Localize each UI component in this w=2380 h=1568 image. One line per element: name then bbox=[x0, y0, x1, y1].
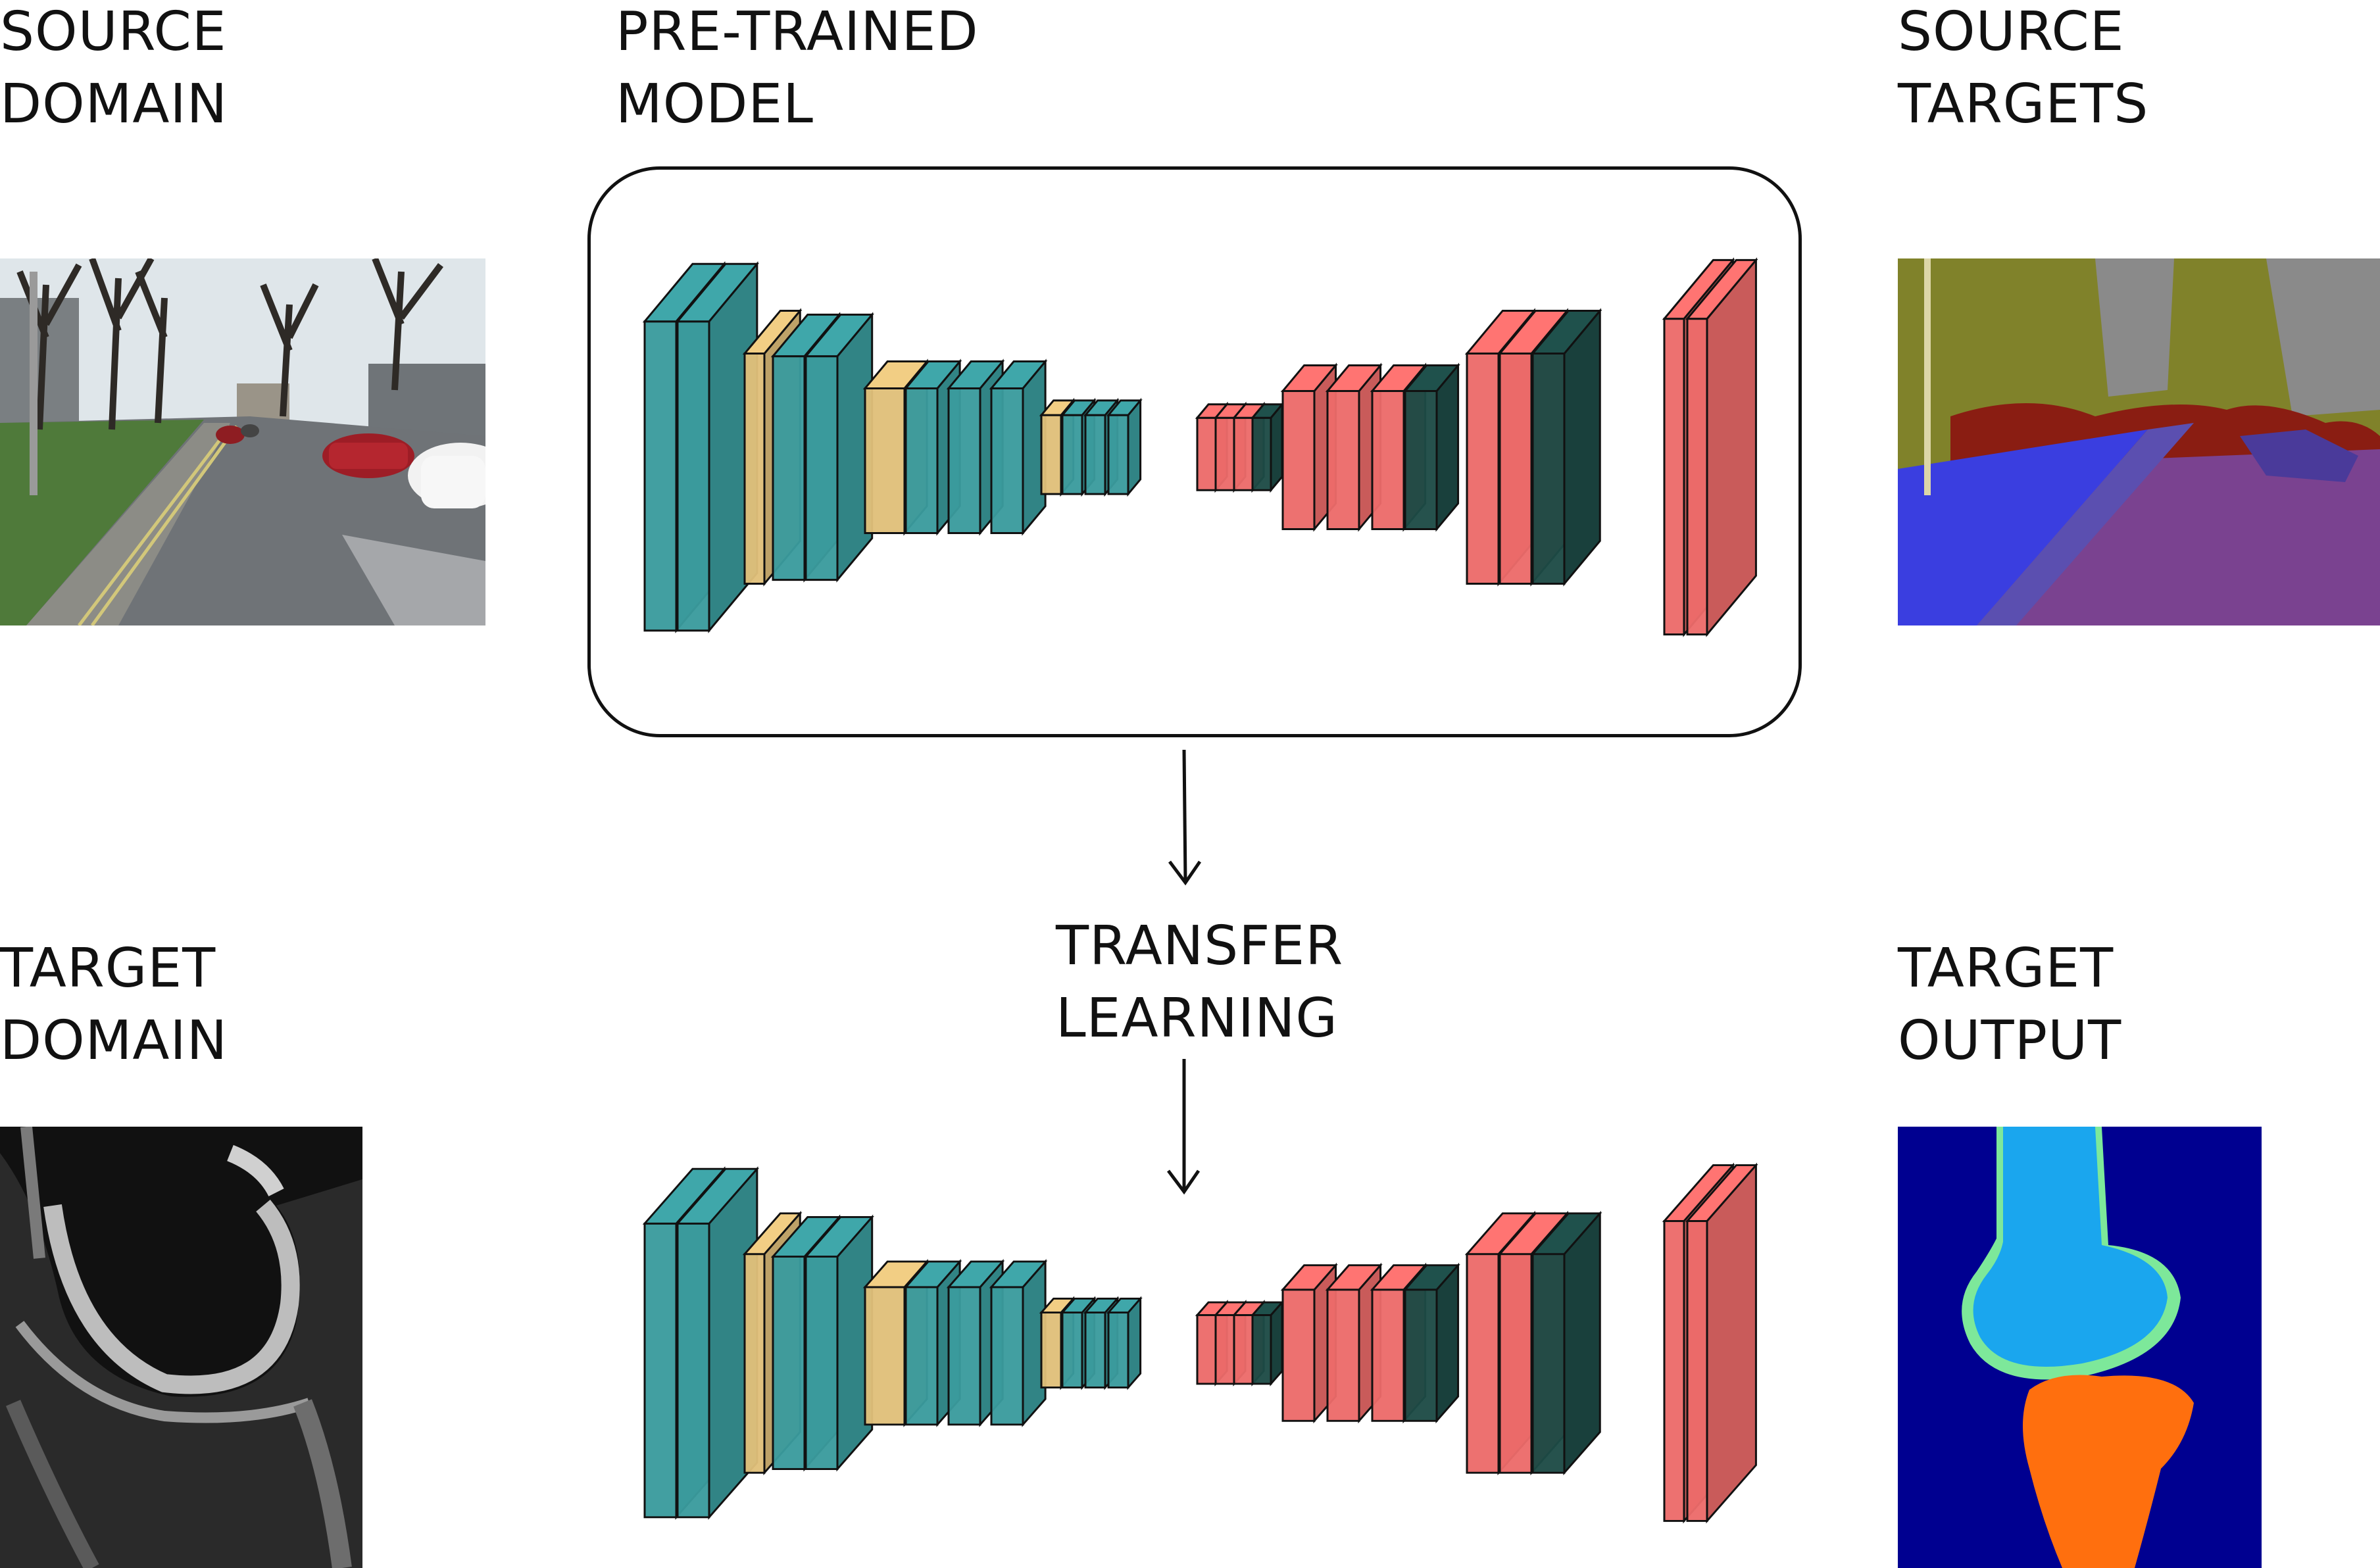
network-layer bbox=[1250, 1300, 1285, 1386]
network-layer bbox=[989, 358, 1048, 536]
pretrained-network bbox=[618, 210, 1776, 684]
target-output-image bbox=[1898, 1127, 2262, 1568]
network-layer bbox=[803, 1214, 874, 1472]
target-network bbox=[618, 1118, 1776, 1568]
arrow-down-icon bbox=[1158, 1059, 1210, 1197]
network-layer bbox=[989, 1259, 1048, 1427]
network-layer bbox=[1402, 362, 1460, 532]
network-layer bbox=[1530, 1210, 1602, 1476]
source-domain-image bbox=[0, 258, 485, 625]
network-layer bbox=[1106, 397, 1143, 497]
network-layer bbox=[1685, 1162, 1758, 1524]
network-layer bbox=[1685, 257, 1758, 637]
network-layer bbox=[803, 312, 874, 583]
arrow-down-icon bbox=[1158, 750, 1210, 888]
source-targets-image bbox=[1898, 258, 2380, 625]
network-layer bbox=[1250, 401, 1285, 493]
pretrained-model-frame bbox=[587, 166, 1802, 737]
target-domain-image bbox=[0, 1127, 362, 1568]
network-layer bbox=[1106, 1296, 1143, 1390]
network-layer bbox=[1402, 1262, 1460, 1424]
network-layer bbox=[1530, 308, 1602, 587]
